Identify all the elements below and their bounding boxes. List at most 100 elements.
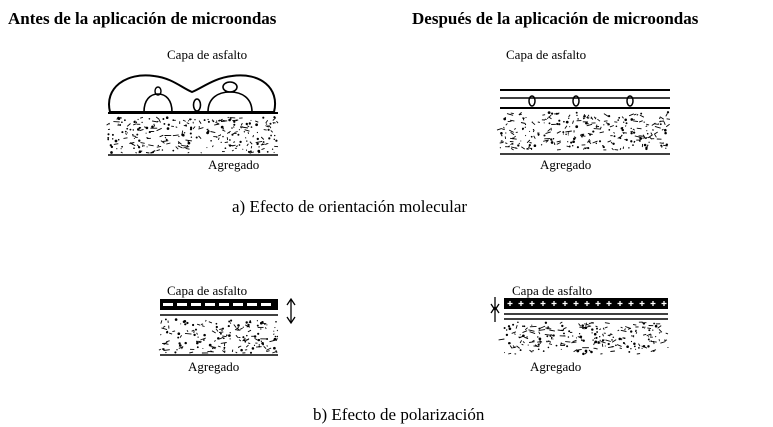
aggregate-grain [205,319,207,322]
molecule-bubble-left [143,93,173,113]
aggregate-grain [162,118,165,120]
aggregate-grain [599,131,605,134]
aggregate-grain [110,151,113,154]
aggregate-grain [165,138,168,141]
aggregate-grain [120,151,123,154]
aggregate-grain [198,127,204,130]
aggregate-grain [214,340,216,342]
aggregate-grain [232,126,235,128]
aggregate-texture [496,111,671,151]
aggregate-grain [192,323,195,327]
aggregate-grain [569,126,571,128]
aggregate-grain [181,133,184,137]
aggregate-grain [611,339,613,341]
aggregate-grain [660,341,666,344]
aggregate-grain [174,318,178,321]
aggregate-grain [500,140,503,142]
aggregate-grain [184,332,192,335]
aggregate-grain [547,340,550,343]
aggregate-grain [537,343,540,346]
aggregate-grain [265,143,268,146]
aggregate-grain [150,150,156,154]
aggregate-grain [607,123,609,126]
aggregate-grain [113,143,119,145]
aggregate-grain [602,145,604,147]
aggregate-grain [627,327,632,330]
aggregate-grain [219,336,224,340]
aggregate-grain [261,321,264,324]
aggregate-grain [510,112,514,115]
aggregate-grain [222,135,224,138]
aggregate-grain [664,339,668,342]
aggregate-grain [269,122,272,125]
aggregate-grain [658,328,663,333]
aggregate-grain [659,142,663,144]
aggregate-grain [592,339,594,341]
aggregate-grain [258,345,260,348]
aggregate-grain [172,330,176,333]
aggregate-grain [654,335,657,338]
aggregate-grain [576,146,579,149]
aggregate-grain [206,128,210,132]
aggregate-grain [246,140,248,142]
aggregate-grain [585,322,587,327]
aggregate-grain [513,128,517,130]
aggregate-grain [633,342,636,345]
polarization-marks [507,301,667,306]
aggregate-grain [187,141,191,145]
aggregate-grain [665,147,667,149]
aggregate-grain [533,144,537,147]
aggregate-grain [215,322,218,325]
aggregate-grain [196,340,198,343]
aggregate-grain [663,128,667,132]
aggregate-grain [158,119,161,123]
aggregate-grain [617,329,620,332]
aggregate-grain [599,336,601,338]
aggregate-grain [258,344,260,346]
aggregate-grain [577,118,579,120]
aggregate-grain [265,119,269,124]
polarization-plus-mark [540,301,546,306]
aggregate-grain [187,151,190,154]
aggregate-grain [244,324,251,328]
aggregate-grain [584,323,586,325]
aggregate-grain [266,324,268,326]
a-before-diagram [106,74,279,156]
aggregate-grain [526,139,531,144]
aggregate-grain [633,113,637,116]
aggregate-grain [137,118,139,121]
aggregate-grain [664,339,666,341]
header-after: Después de la aplicación de microondas [412,9,699,28]
molecule-bubble-right [207,91,253,113]
aggregate-grain [625,122,628,125]
aggregate-grain [547,117,549,120]
aggregate-grain [539,342,542,344]
aggregate-grain [650,132,653,136]
aggregate-grain [242,326,244,328]
aggregate-grain [622,337,624,339]
aggregate-grain [593,128,601,130]
aggregate-grain [647,134,653,139]
caption-b: b) Efecto de polarización [313,405,485,424]
asphalt-dash [205,303,215,306]
aggregate-grain [161,327,168,331]
aggregate-grain [548,116,552,120]
aggregate-grain [207,120,210,123]
aggregate-grain [238,144,241,146]
aggregate-grain [612,336,615,339]
aggregate-grain [592,140,598,144]
aggregate-grain [588,139,590,142]
aggregate-grain [121,145,123,148]
aggregate-grain [234,131,238,133]
aggregate-grain [666,111,670,114]
aggregate-grain [176,349,178,351]
aggregate-grain [111,133,114,136]
aggregate-grain [221,329,223,331]
aggregate-grain [265,123,268,125]
aggregate-grain [532,122,536,126]
aggregate-grain [619,147,622,151]
aggregate-texture [498,321,669,356]
aggregate-grain [588,349,591,352]
polarization-plus-mark [650,301,656,306]
aggregate-grain [588,140,592,145]
